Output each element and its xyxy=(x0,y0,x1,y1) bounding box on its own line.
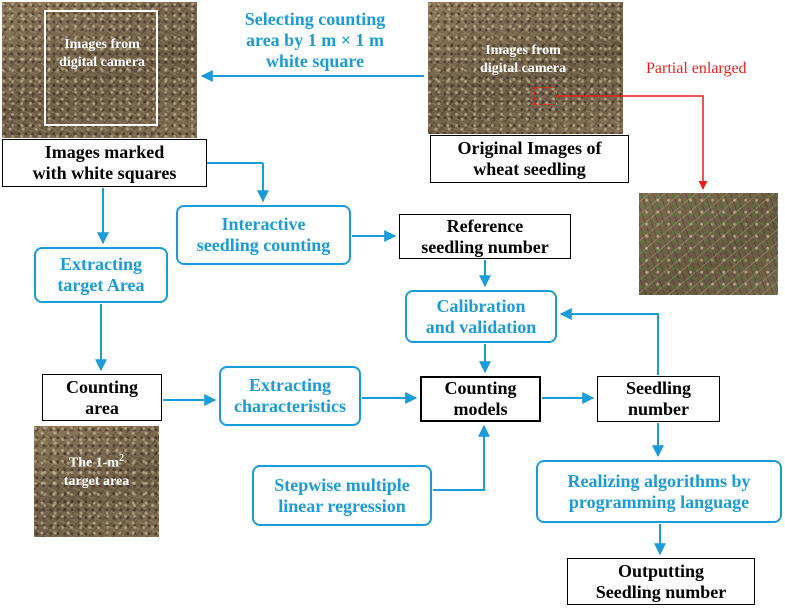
white-square-marker xyxy=(44,10,158,126)
arrow-partial-enlarged xyxy=(556,95,708,190)
node-extracting-target[interactable]: Extracting target Area xyxy=(34,247,168,303)
node-counting-models[interactable]: Counting models xyxy=(420,376,541,422)
arrow-seedling-to-calibration xyxy=(559,308,659,375)
node-realizing-algorithms[interactable]: Realizing algorithms by programming lang… xyxy=(536,460,782,523)
selecting-area-label: Selecting counting area by 1 m × 1 m whi… xyxy=(244,9,386,71)
partial-enlarge-marker xyxy=(534,87,556,105)
original-image-photo-label: Images from digital camera xyxy=(480,43,566,76)
node-images-marked[interactable]: Images marked with white squares xyxy=(2,139,207,187)
node-original-images[interactable]: Original Images of wheat seedling xyxy=(430,135,629,183)
node-reference-number[interactable]: Reference seedling number xyxy=(399,214,571,259)
target-area-photo: The 1-m2 target area xyxy=(34,426,159,537)
target-area-label-text: The 1-m xyxy=(68,455,120,471)
marked-image-photo: Images from digital camera xyxy=(2,2,197,138)
partial-enlarged-label: Partial enlarged xyxy=(646,60,747,77)
target-area-photo-label: The 1-m2 target area xyxy=(40,450,153,491)
target-area-label-text-2: target area xyxy=(63,473,130,489)
node-stepwise-regression[interactable]: Stepwise multiple linear regression xyxy=(252,465,432,526)
node-counting-area[interactable]: Counting area xyxy=(42,374,162,421)
target-area-label-sup: 2 xyxy=(119,453,125,464)
original-image-photo: Images from digital camera xyxy=(428,2,623,134)
node-calibration[interactable]: Calibration and validation xyxy=(405,290,557,343)
partial-enlarged-photo xyxy=(639,193,778,295)
node-interactive-counting[interactable]: Interactive seedling counting xyxy=(176,205,351,265)
node-seedling-number[interactable]: Seedling number xyxy=(597,376,720,422)
node-outputting[interactable]: Outputting Seedling number xyxy=(567,558,755,605)
node-extracting-characteristics[interactable]: Extracting characteristics xyxy=(219,366,361,426)
marked-image-photo-label: Images from digital camera xyxy=(59,37,145,70)
arrow-stepwise-to-models xyxy=(433,424,490,491)
